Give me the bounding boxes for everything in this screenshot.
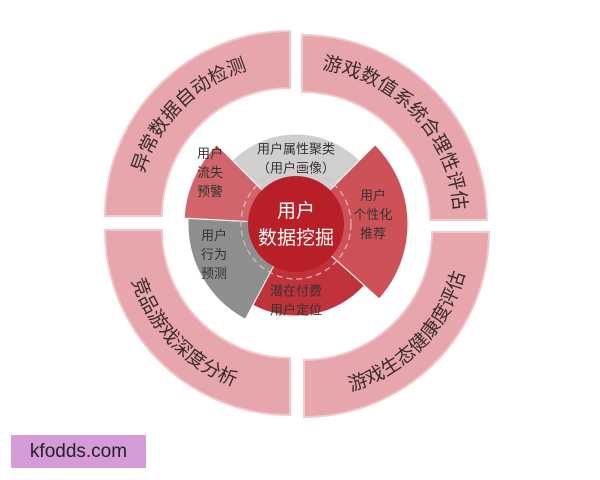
- inner-sector-label: 推荐: [360, 227, 386, 242]
- inner-sector-label: 用户: [201, 228, 227, 244]
- inner-sector-shape: [295, 144, 409, 300]
- outer-segment-shape: [103, 29, 291, 217]
- inner-sector-label: 流失: [197, 166, 223, 181]
- inner-sector-label: （用户画像）: [257, 161, 335, 177]
- center-circle: 用户 数据挖掘: [240, 168, 352, 280]
- center-title-line1: 用户: [277, 200, 315, 222]
- center-title-line2: 数据挖掘: [258, 227, 334, 249]
- inner-sector-label: 预测: [201, 267, 227, 282]
- inner-sector-label: 行为: [201, 248, 227, 263]
- inner-sector-label: 潜在付费: [270, 285, 322, 300]
- watermark-badge: kfodds.com: [11, 435, 146, 468]
- inner-sector-label: 个性化: [353, 208, 392, 223]
- inner-sector-label: 用户: [360, 188, 386, 204]
- outer-segment-shape: [103, 229, 291, 417]
- outer-segment-shape: [303, 231, 491, 419]
- inner-sector-label: 预警: [197, 184, 223, 200]
- outer-segment-shape: [301, 33, 489, 221]
- inner-sector-label: 用户定位: [270, 303, 322, 319]
- inner-sector-label: 用户属性聚类: [257, 142, 335, 158]
- inner-sector-label: 用户: [197, 146, 223, 162]
